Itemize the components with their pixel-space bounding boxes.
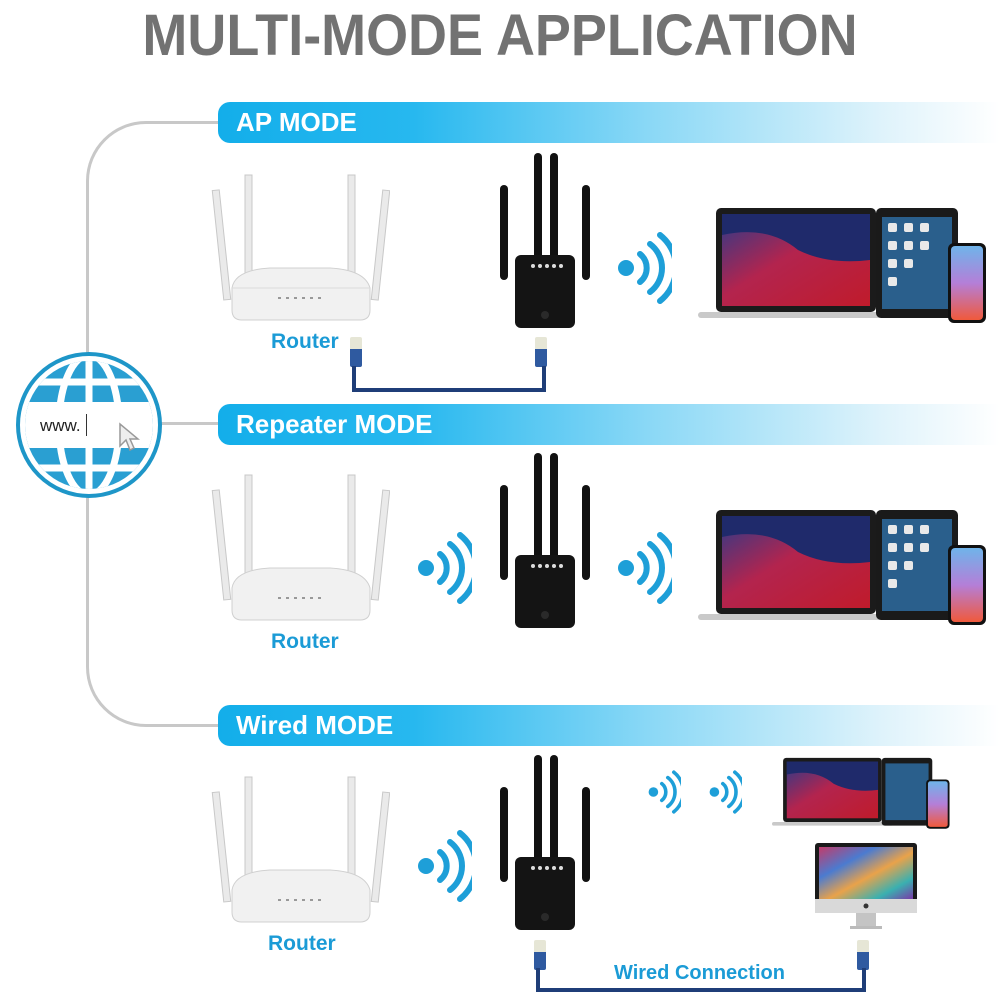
wifi-signal-icon <box>618 532 672 604</box>
devices-icon <box>698 510 986 625</box>
client-devices <box>772 755 952 831</box>
desktop-computer <box>814 842 918 932</box>
ethernet-cable <box>352 366 546 392</box>
client-devices <box>698 205 990 325</box>
ethernet-connector <box>350 337 362 367</box>
wifi-extender-icon <box>500 453 590 628</box>
wifi-signal-icon <box>418 532 472 604</box>
wifi-extender <box>490 150 600 330</box>
ethernet-connector <box>534 940 546 970</box>
client-devices <box>698 507 990 627</box>
wifi-extender <box>490 450 600 630</box>
wifi-signal <box>612 232 672 304</box>
wifi-signal <box>412 830 472 902</box>
router <box>210 170 390 330</box>
cursor-arrow-icon <box>119 422 140 452</box>
wifi-signal-icon <box>648 770 681 814</box>
wifi-signal <box>645 770 681 814</box>
wired-connection-label: Wired Connection <box>610 962 789 985</box>
internet-globe: www. <box>14 350 164 500</box>
wifi-signal-icon <box>709 770 742 814</box>
mode-title: Repeater MODE <box>236 409 433 439</box>
wifi-extender-icon <box>500 755 590 930</box>
wifi-signal-icon <box>418 830 472 902</box>
router-label: Router <box>268 932 336 955</box>
router-icon <box>211 474 390 621</box>
imac-icon <box>815 843 917 929</box>
wifi-signal-icon <box>618 232 672 304</box>
router-label: Router <box>271 330 339 353</box>
url-text: www. <box>40 416 81 435</box>
mode-banner-wired: Wired MODE <box>218 705 1000 746</box>
mode-title: AP MODE <box>236 107 357 137</box>
connector-line <box>150 422 220 425</box>
router-icon <box>211 776 390 923</box>
router-icon <box>211 174 390 321</box>
ethernet-connector <box>535 337 547 367</box>
router <box>210 772 390 932</box>
ethernet-connector <box>857 940 869 970</box>
page-title: MULTI-MODE APPLICATION <box>142 3 858 68</box>
wifi-signal <box>412 532 472 604</box>
mode-banner-repeater: Repeater MODE <box>218 404 1000 445</box>
devices-icon <box>772 757 950 829</box>
mode-title: Wired MODE <box>236 710 394 740</box>
router <box>210 470 390 630</box>
text-caret <box>86 414 87 436</box>
wifi-extender-icon <box>500 153 590 328</box>
devices-icon <box>698 208 986 323</box>
globe-icon <box>16 352 162 498</box>
router-label: Router <box>271 630 339 653</box>
ethernet-cable <box>536 968 866 992</box>
mode-banner-ap: AP MODE <box>218 102 1000 143</box>
wifi-signal <box>706 770 742 814</box>
wifi-extender <box>490 752 600 932</box>
wifi-signal <box>612 532 672 604</box>
